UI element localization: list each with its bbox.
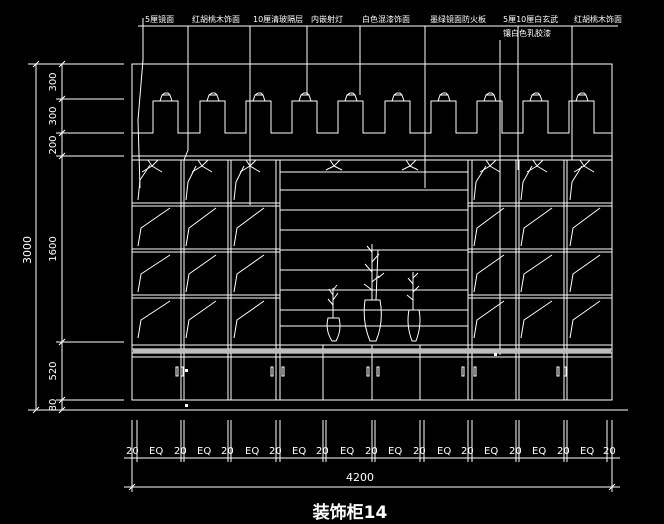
annotation-label: 红胡桃木饰面 [192,14,240,24]
width-dim-segment: 20 [461,446,474,457]
cabinet-crown [131,63,613,157]
width-dim-segment: 20 [557,446,570,457]
width-dim-segment: 20 [126,446,139,457]
annotation-label: 白色混漆饰面 [362,14,410,24]
width-dim-segment: 20 [365,446,378,457]
annotation-label: 墨绿镜面防火板 [430,14,486,24]
crown-light-fixtures [159,92,589,102]
annotation-label: 5厘10厘白玄武 [503,14,558,24]
width-dim-segment: 20 [269,446,282,457]
marker-dots [185,353,497,407]
width-dim-segment: EQ [580,446,594,457]
width-dim-segment: EQ [245,446,259,457]
drawing-title: 装饰柜14 [312,502,388,523]
width-dim-segment: 20 [174,446,187,457]
width-dim-segment: 20 [221,446,234,457]
annotation-label: 5厘镜面 [145,14,174,24]
height-dim-segment: 1600 [48,236,59,261]
height-dim-segment: 200 [48,135,59,154]
left-dimension-text: 3000 300 300 200 1600 520 80 [21,72,59,411]
shelf-band-fill [133,349,611,353]
width-dim-segment: EQ [197,446,211,457]
width-dim-segment: EQ [149,446,163,457]
width-dim-segment: EQ [340,446,354,457]
spotlight-fixtures [141,159,595,173]
glass-reflection-marks [137,164,601,339]
annotation-label: 内嵌射灯 [311,14,343,24]
annotation-labels: 5厘镜面 红胡桃木饰面 10厘清玻隔层 内嵌射灯 白色混漆饰面 墨绿镜面防火板 … [145,14,622,38]
width-dim-segment: EQ [292,446,306,457]
width-dim-segment: 20 [413,446,426,457]
annotation-group [137,18,618,355]
right-glass-shelves [468,202,612,299]
annotation-label: 红胡桃木饰面 [574,14,622,24]
height-dim-segment: 80 [48,399,59,412]
width-dim-segment: EQ [388,446,402,457]
left-glass-shelves [132,202,280,299]
height-dim-segment: 300 [48,72,59,91]
left-dimension-lines [28,60,124,414]
width-dim-segment: EQ [484,446,498,457]
height-dim-segment: 300 [48,106,59,125]
center-panel-lines [280,171,468,327]
width-dim-segment: 20 [603,446,616,457]
vase-decoration-right [406,272,421,342]
bottom-dimension-lines [124,420,620,492]
door-handles [175,366,567,377]
width-dim-segment: EQ [437,446,451,457]
vase-decoration-center [363,244,385,342]
bottom-dimension-text: 20 EQ 20 EQ 20 EQ 20 EQ 20 EQ 20 EQ 20 E… [126,446,616,484]
vase-decoration-left [326,284,341,342]
cabinet-body [131,155,613,401]
overall-height-dim: 3000 [21,236,34,264]
height-dim-segment: 520 [48,361,59,380]
annotation-label: 镶白色乳胶漆 [503,28,551,38]
width-dim-segment: EQ [532,446,546,457]
annotation-label: 10厘清玻隔层 [253,14,303,24]
overall-width-dim: 4200 [346,471,374,484]
width-dim-segment: 20 [316,446,329,457]
width-dim-segment: 20 [509,446,522,457]
